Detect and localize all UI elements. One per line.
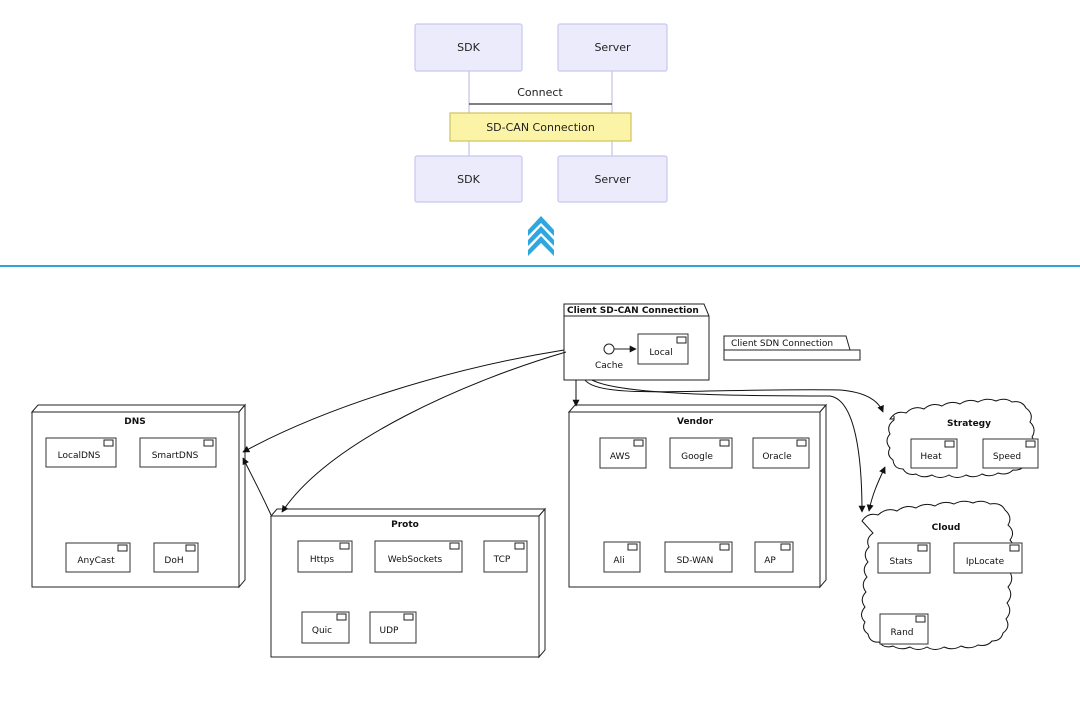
dns-title: DNS: [124, 417, 146, 427]
component-local-label: Local: [649, 348, 672, 358]
strategy-component-heat: [910, 438, 958, 469]
note-box: [449, 112, 632, 142]
proto-component-udp-label: UDP: [380, 626, 400, 636]
client-sdn-title: Client SDN Connection: [731, 339, 833, 349]
cache-interface: [603, 343, 615, 355]
participant-server-bottom-label: Server: [594, 173, 631, 186]
dns-component-smartdns-label: SmartDNS: [152, 451, 199, 461]
client-sdcan-title: Client SD-CAN Connection: [567, 306, 699, 316]
cloud-cloud: Cloud Stats IpLocate Rand: [861, 500, 1023, 650]
note-label: SD-CAN Connection: [486, 121, 595, 134]
proto-component-quic-label: Quic: [312, 626, 332, 636]
dns-node: DNS LocalDNS SmartDNS AnyCast DoH: [30, 403, 247, 589]
cloud-component-iplocate: [953, 542, 1023, 574]
strategy-component-heat-label: Heat: [920, 452, 942, 462]
edge-proto-to-dns: [242, 457, 272, 516]
proto-node: Proto Https WebSockets TCP Quic UDP: [269, 507, 547, 659]
edge-client-to-strategy: [584, 379, 884, 413]
edge-client-to-cloud: [591, 379, 866, 513]
sequence-diagram: SDK Server Connect SD-CAN Connection SDK…: [414, 23, 668, 203]
vendor-component-ali-label: Ali: [613, 556, 624, 566]
proto-title: Proto: [391, 520, 419, 530]
cloud-component-iplocate-label: IpLocate: [966, 557, 1005, 567]
participant-sdk-bottom: [414, 155, 523, 203]
double-chevron-up-icon: [528, 216, 554, 256]
cloud-component-rand-label: Rand: [891, 628, 914, 638]
vendor-title: Vendor: [677, 417, 714, 427]
participant-server-top: [557, 23, 668, 72]
dns-component-localdns-label: LocalDNS: [58, 451, 101, 461]
vendor-node: Vendor AWS Google Oracle Ali SD-WAN AP: [567, 403, 828, 589]
dns-component-anycast-label: AnyCast: [77, 556, 115, 566]
edge-client-to-dns: [242, 349, 565, 453]
participant-sdk-top: [414, 23, 523, 72]
proto-component-tcp-label: TCP: [493, 555, 511, 565]
client-sdcan-package: Client SD-CAN Connection Cache Local: [563, 303, 710, 381]
dns-component-doh-label: DoH: [164, 556, 183, 566]
vendor-component-ap-label: AP: [764, 556, 776, 566]
edge-cloud-strategy: [866, 466, 886, 512]
strategy-title: Strategy: [947, 419, 991, 429]
vendor-component-aws-label: AWS: [610, 452, 631, 462]
proto-component-https-label: Https: [310, 555, 335, 565]
cache-label: Cache: [595, 361, 623, 371]
participant-sdk-bottom-label: SDK: [457, 173, 480, 186]
participant-server-bottom: [557, 155, 668, 203]
component-icon: [676, 336, 687, 344]
edge-client-to-proto: [281, 351, 567, 513]
client-sdn-package: Client SDN Connection: [723, 335, 861, 361]
strategy-cloud: Strategy Heat Speed: [886, 398, 1039, 478]
cloud-component-rand: [879, 613, 929, 645]
vendor-component-google-label: Google: [681, 452, 713, 462]
vendor-component-sdwan-label: SD-WAN: [677, 556, 714, 566]
cloud-title: Cloud: [932, 523, 961, 533]
dns-component-smartdns: [139, 437, 217, 468]
message-label: Connect: [517, 86, 563, 99]
participant-server-top-label: Server: [594, 41, 631, 54]
proto-component-websockets-label: WebSockets: [388, 555, 443, 565]
participant-sdk-top-label: SDK: [457, 41, 480, 54]
cloud-component-stats-label: Stats: [890, 557, 913, 567]
strategy-component-speed-label: Speed: [993, 452, 1021, 462]
proto-component-websockets: [374, 540, 463, 573]
edges: [242, 349, 886, 516]
vendor-component-oracle-label: Oracle: [762, 452, 792, 462]
